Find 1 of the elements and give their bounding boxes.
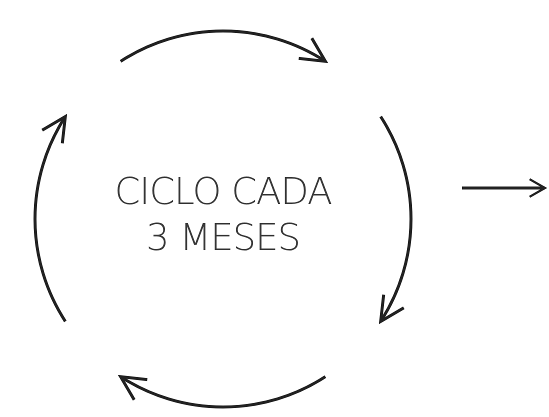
cycle-label: CICLO CADA 3 MESES [113, 169, 333, 261]
